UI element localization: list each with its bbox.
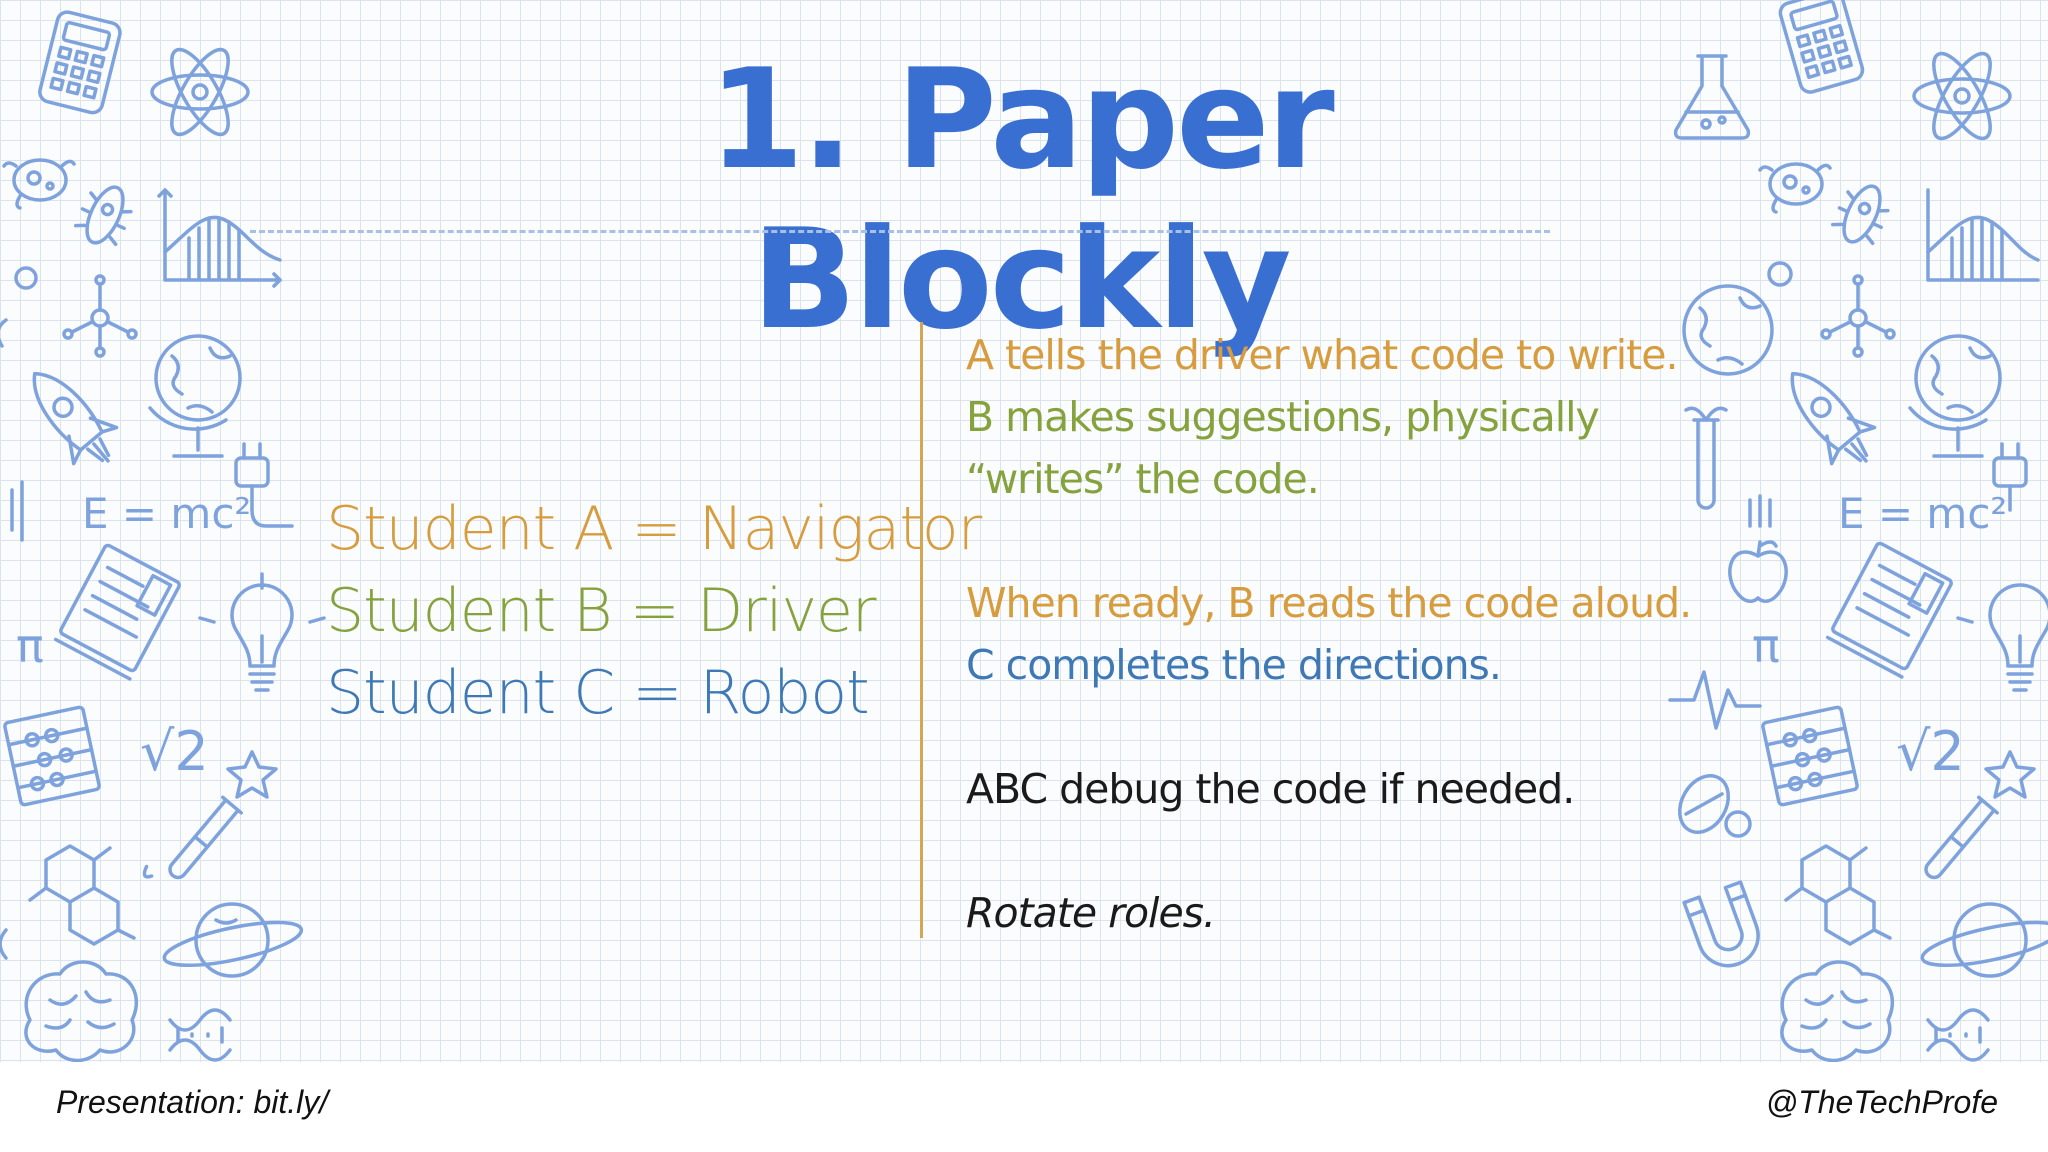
instruction-line: B makes suggestions, physically bbox=[966, 393, 1600, 441]
apple-icon bbox=[1728, 494, 1788, 603]
bubble-icon bbox=[1767, 261, 1793, 287]
molecule-icon bbox=[1820, 274, 1896, 358]
instruction-line: When ready, B reads the code aloud. bbox=[966, 579, 1692, 627]
plug-icon bbox=[234, 442, 294, 528]
instruction-line: C completes the directions. bbox=[966, 641, 1502, 689]
pi-text: π bbox=[1752, 619, 1780, 673]
instruction-line: A tells the driver what code to write. bbox=[966, 331, 1679, 379]
bubble-icon bbox=[14, 266, 38, 290]
instructions: A tells the driver what code to write. B… bbox=[966, 324, 1706, 944]
microbe-icon bbox=[1758, 162, 1832, 214]
globe-icon bbox=[1682, 284, 1774, 376]
sqrt2-text: √2 bbox=[140, 720, 209, 783]
brain-icon bbox=[1780, 960, 1895, 1062]
instruction-line: Rotate roles. bbox=[966, 889, 1216, 937]
title-divider bbox=[250, 230, 1550, 233]
lightbulb-icon bbox=[198, 572, 326, 692]
scribble-icon bbox=[0, 318, 8, 960]
emc2-text: E = mc² bbox=[1838, 489, 2007, 538]
emc2-text: E = mc² bbox=[82, 489, 251, 538]
molecule-icon bbox=[62, 274, 138, 358]
roles-list: Student A = Navigator Student B = Driver… bbox=[326, 488, 982, 734]
abacus-icon bbox=[1761, 705, 1859, 807]
vertical-divider bbox=[920, 322, 923, 938]
calculator-icon bbox=[1778, 0, 1865, 94]
microbe-icon bbox=[74, 185, 133, 246]
role-driver: Student B = Driver bbox=[326, 576, 877, 646]
planet-icon bbox=[162, 902, 304, 978]
microbe-icon bbox=[1831, 184, 1890, 245]
test-tube-icon bbox=[142, 795, 243, 880]
atom-icon bbox=[150, 47, 250, 137]
globe-icon bbox=[148, 334, 242, 458]
hexagon-molecule-icon bbox=[28, 844, 136, 946]
pulse-icon bbox=[1668, 670, 1762, 730]
microbe-icon bbox=[2, 158, 76, 210]
footer-bar: Presentation: bit.ly/ @TheTechProfe bbox=[0, 1062, 2048, 1152]
author-handle: @TheTechProfe bbox=[1765, 1084, 1998, 1120]
atom-icon bbox=[1912, 51, 2012, 141]
graph-icon bbox=[157, 188, 282, 288]
calculator-icon bbox=[38, 10, 122, 115]
star-icon bbox=[226, 750, 278, 799]
rocket-icon bbox=[1790, 371, 1877, 466]
sqrt2-text: √2 bbox=[1896, 720, 1965, 783]
pi-text: π bbox=[16, 619, 44, 673]
instruction-line: “writes” the code. bbox=[966, 455, 1320, 503]
slide: E = mc² π √2 bbox=[0, 0, 2048, 1062]
dna-icon bbox=[168, 1008, 232, 1062]
test-tube-icon bbox=[1924, 795, 1999, 880]
star-icon bbox=[1984, 750, 2036, 799]
dna-icon bbox=[1926, 1008, 1990, 1062]
plug-icon bbox=[1992, 442, 2028, 512]
instruction-line: ABC debug the code if needed. bbox=[966, 765, 1575, 813]
magnet-icon bbox=[1682, 880, 1760, 968]
book-icon bbox=[53, 543, 181, 681]
flask-icon bbox=[1673, 54, 1751, 140]
abacus-icon bbox=[3, 705, 101, 807]
presentation-link[interactable]: Presentation: bit.ly/ bbox=[56, 1084, 329, 1120]
test-tube-icon bbox=[1684, 406, 1728, 510]
globe-icon bbox=[1908, 334, 2002, 458]
graph-icon bbox=[1926, 188, 2040, 282]
book-icon bbox=[1825, 541, 1953, 679]
role-robot: Student C = Robot bbox=[326, 658, 870, 728]
hexagon-molecule-icon bbox=[1784, 844, 1892, 946]
slide-title: 1. Paper Blockly bbox=[708, 39, 1334, 360]
lines-icon bbox=[10, 480, 24, 542]
lightbulb-icon bbox=[1956, 583, 2048, 692]
brain-icon bbox=[24, 960, 139, 1062]
role-navigator: Student A = Navigator bbox=[326, 494, 982, 564]
planet-icon bbox=[1920, 902, 2048, 978]
doodle-background: E = mc² π √2 bbox=[0, 0, 2048, 1062]
pill-icon bbox=[1678, 774, 1752, 838]
rocket-icon bbox=[32, 371, 119, 466]
